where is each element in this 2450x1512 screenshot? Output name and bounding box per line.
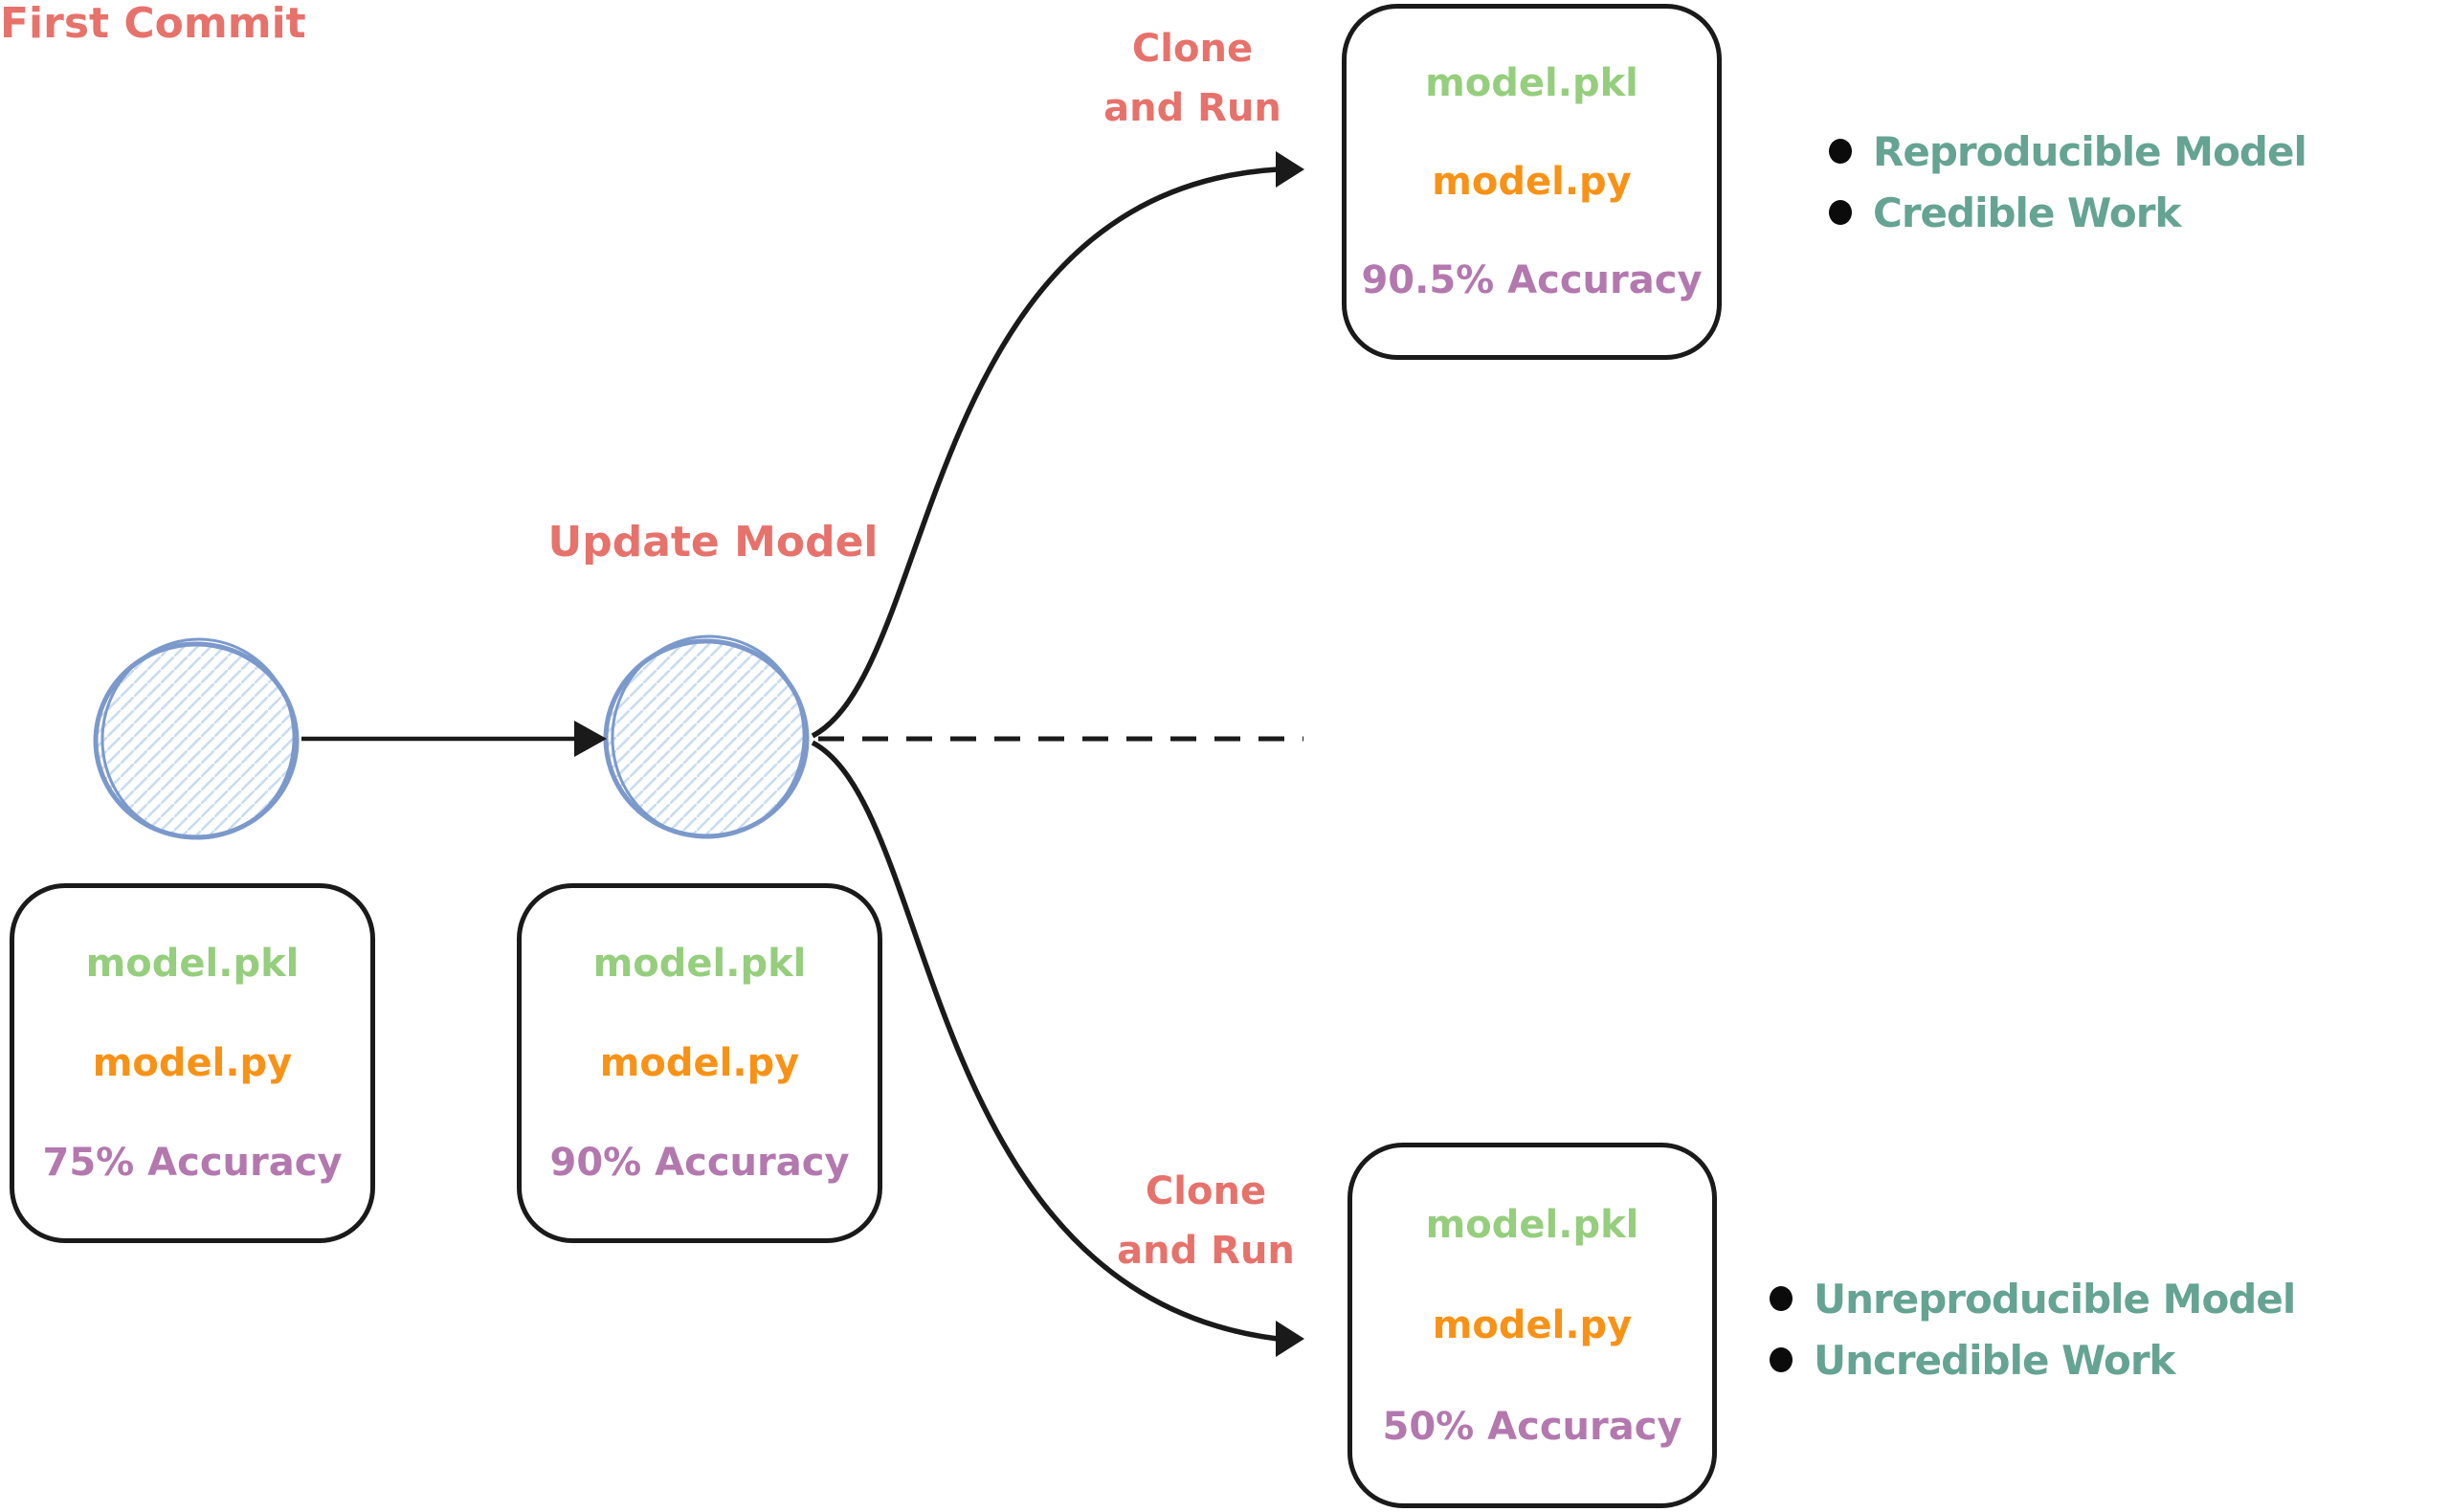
outcome-label: Reproducible Model <box>1873 127 2307 175</box>
clone-label-line2: and Run <box>1103 86 1281 130</box>
files-box-clone-top: model.pkl model.py 90.5% Accuracy <box>1342 4 1722 360</box>
clone-and-run-label-bottom: Clone and Run <box>1062 1162 1349 1280</box>
branch-arrow-top <box>811 151 1304 739</box>
bullet-icon <box>1770 1347 1793 1372</box>
file-py-label: model.py <box>1432 1303 1633 1347</box>
outcome-list-top: Reproducible Model Credible Work <box>1829 121 2307 243</box>
files-box-clone-bottom: model.pkl model.py 50% Accuracy <box>1348 1143 1717 1508</box>
clone-and-run-label-top: Clone and Run <box>1049 19 1336 138</box>
bullet-icon <box>1829 200 1852 225</box>
accuracy-label: 50% Accuracy <box>1382 1404 1682 1449</box>
commit-arrow <box>301 721 607 757</box>
outcome-item: Reproducible Model <box>1829 121 2307 182</box>
commit-title-first: First Commit <box>0 0 306 48</box>
outcome-list-bottom: Unreproducible Model Uncredible Work <box>1770 1268 2296 1390</box>
commit-node-first <box>93 637 300 840</box>
file-pkl-label: model.pkl <box>85 942 300 986</box>
outcome-item: Uncredible Work <box>1770 1329 2295 1390</box>
outcome-label: Unreproducible Model <box>1814 1275 2296 1323</box>
clone-label-line1: Clone <box>1145 1169 1267 1213</box>
clone-label-line2: and Run <box>1117 1229 1295 1273</box>
clone-label-line1: Clone <box>1131 27 1254 71</box>
bullet-icon <box>1770 1286 1793 1311</box>
file-pkl-label: model.pkl <box>1425 61 1638 105</box>
commit-title-update: Update Model <box>547 518 879 567</box>
file-py-label: model.py <box>1432 160 1632 204</box>
accuracy-label: 90% Accuracy <box>549 1141 850 1185</box>
file-pkl-label: model.pkl <box>592 942 807 986</box>
file-pkl-label: model.pkl <box>1425 1202 1639 1247</box>
outcome-item: Unreproducible Model <box>1770 1268 2296 1329</box>
files-box-first-commit: model.pkl model.py 75% Accuracy <box>10 883 375 1243</box>
outcome-label: Uncredible Work <box>1814 1336 2175 1384</box>
file-py-label: model.py <box>599 1041 800 1085</box>
file-py-label: model.py <box>92 1041 293 1085</box>
outcome-item: Credible Work <box>1829 182 2306 243</box>
commit-node-update <box>603 634 810 839</box>
bullet-icon <box>1829 139 1852 164</box>
accuracy-label: 75% Accuracy <box>42 1141 343 1185</box>
outcome-label: Credible Work <box>1873 189 2181 236</box>
branch-arrow-bottom <box>811 740 1304 1357</box>
files-box-update-model: model.pkl model.py 90% Accuracy <box>517 883 882 1243</box>
accuracy-label: 90.5% Accuracy <box>1361 258 1703 302</box>
